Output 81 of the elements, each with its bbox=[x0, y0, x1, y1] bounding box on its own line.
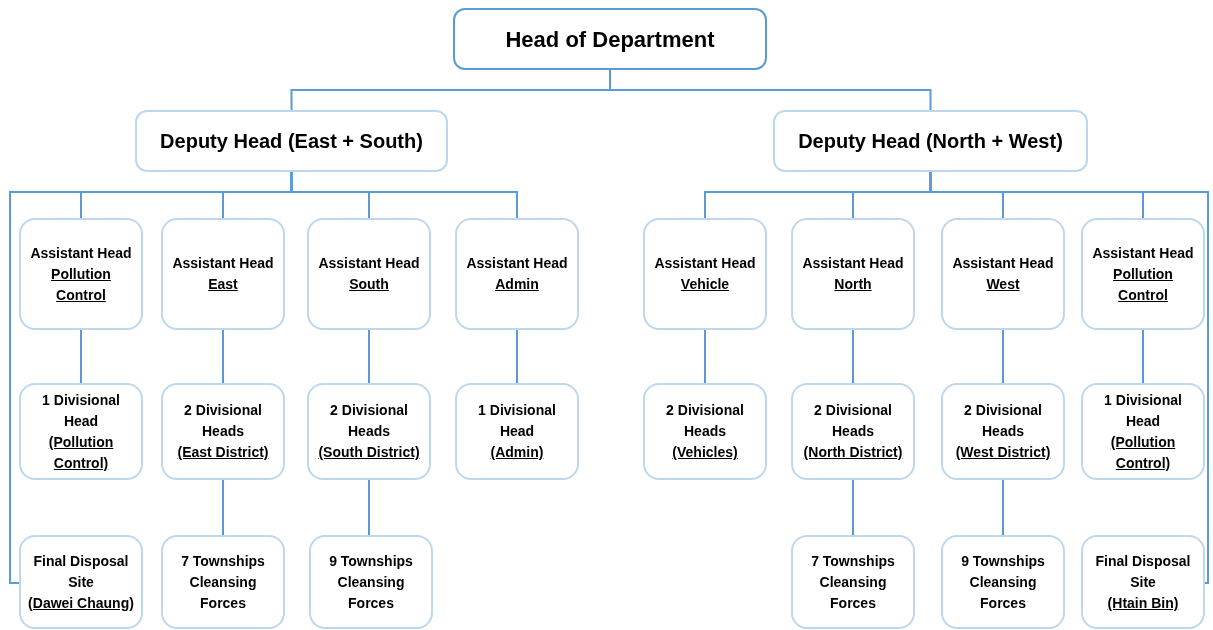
org-box bbox=[791, 383, 915, 480]
box-label: 2 Divisional Heads bbox=[329, 401, 409, 441]
connector-line bbox=[516, 329, 518, 384]
box-label: (South District) bbox=[318, 443, 420, 462]
box-label: Assistant Head bbox=[952, 254, 1054, 273]
connector-line bbox=[80, 329, 82, 384]
box-label: (North District) bbox=[803, 443, 903, 462]
box-label: 1 Divisional Head bbox=[477, 401, 557, 441]
org-box bbox=[135, 110, 448, 172]
box-label: Pollution Control bbox=[50, 264, 112, 305]
org-box bbox=[161, 383, 285, 480]
org-box bbox=[19, 535, 143, 629]
org-box bbox=[1081, 383, 1205, 480]
box-label: (Dawei Chaung) bbox=[28, 593, 134, 613]
box-label: (Htain Bin) bbox=[1107, 593, 1179, 613]
org-box bbox=[941, 383, 1065, 480]
org-box bbox=[19, 383, 143, 480]
box-label: Assistant Head bbox=[172, 254, 274, 273]
box-label: 1 Divisional Head bbox=[1103, 390, 1183, 431]
box-label: East bbox=[208, 275, 238, 294]
box-label: 2 Divisional Heads bbox=[813, 401, 893, 441]
box-label: Assistant Head bbox=[318, 254, 420, 273]
box-label: 7 Townships Cleansing Forces bbox=[180, 551, 266, 613]
connector-line bbox=[704, 329, 706, 384]
box-label: 9 Townships Cleansing Forces bbox=[960, 551, 1046, 613]
box-label: (West District) bbox=[955, 443, 1051, 462]
connector-line bbox=[1142, 329, 1144, 384]
box-label: Admin bbox=[495, 275, 539, 294]
box-label: (Admin) bbox=[490, 443, 544, 462]
box-label: Deputy Head (North + West) bbox=[798, 129, 1063, 154]
org-box bbox=[1081, 218, 1205, 330]
box-label: West bbox=[986, 275, 1020, 294]
connector-line bbox=[368, 479, 370, 536]
box-label: Assistant Head bbox=[1092, 243, 1194, 263]
box-label: 7 Townships Cleansing Forces bbox=[810, 551, 896, 613]
org-box bbox=[643, 383, 767, 480]
org-box bbox=[19, 218, 143, 330]
box-label: Deputy Head (East + South) bbox=[160, 129, 423, 154]
box-label: Assistant Head bbox=[30, 243, 132, 263]
org-box bbox=[307, 383, 431, 480]
connector-line bbox=[222, 329, 224, 384]
org-box bbox=[941, 535, 1065, 629]
box-label: Assistant Head bbox=[654, 254, 756, 273]
box-label: South bbox=[349, 275, 389, 294]
org-box bbox=[307, 218, 431, 330]
box-label: Final Disposal Site bbox=[1094, 551, 1192, 592]
box-label: 9 Townships Cleansing Forces bbox=[328, 551, 414, 613]
connector-line bbox=[368, 329, 370, 384]
connector-line bbox=[1002, 329, 1004, 384]
org-box bbox=[791, 535, 915, 629]
box-label: (Pollution Control) bbox=[47, 432, 115, 473]
org-box bbox=[941, 218, 1065, 330]
box-label: Head of Department bbox=[505, 25, 715, 54]
org-box bbox=[455, 383, 579, 480]
org-box bbox=[455, 218, 579, 330]
connector-line bbox=[852, 479, 854, 536]
org-box bbox=[453, 8, 767, 70]
box-label: (Vehicles) bbox=[672, 443, 738, 462]
org-box bbox=[309, 535, 433, 629]
org-box bbox=[1081, 535, 1205, 629]
connector-line bbox=[1002, 479, 1004, 536]
box-label: 2 Divisional Heads bbox=[183, 401, 263, 441]
connector-line bbox=[222, 479, 224, 536]
box-label: 1 Divisional Head bbox=[41, 390, 121, 431]
box-label: Vehicle bbox=[680, 275, 730, 294]
box-label: (East District) bbox=[177, 443, 269, 462]
box-label: 2 Divisional Heads bbox=[963, 401, 1043, 441]
box-label: Final Disposal Site bbox=[32, 551, 130, 592]
box-label: 2 Divisional Heads bbox=[665, 401, 745, 441]
connector-line bbox=[609, 69, 932, 111]
connector-line bbox=[852, 329, 854, 384]
org-box bbox=[161, 218, 285, 330]
box-label: (Pollution Control) bbox=[1109, 432, 1177, 473]
org-box bbox=[643, 218, 767, 330]
box-label: Pollution Control bbox=[1112, 264, 1174, 305]
box-label: Assistant Head bbox=[802, 254, 904, 273]
org-box bbox=[791, 218, 915, 330]
org-box bbox=[773, 110, 1088, 172]
box-label: North bbox=[834, 275, 872, 294]
box-label: Assistant Head bbox=[466, 254, 568, 273]
org-box bbox=[161, 535, 285, 629]
